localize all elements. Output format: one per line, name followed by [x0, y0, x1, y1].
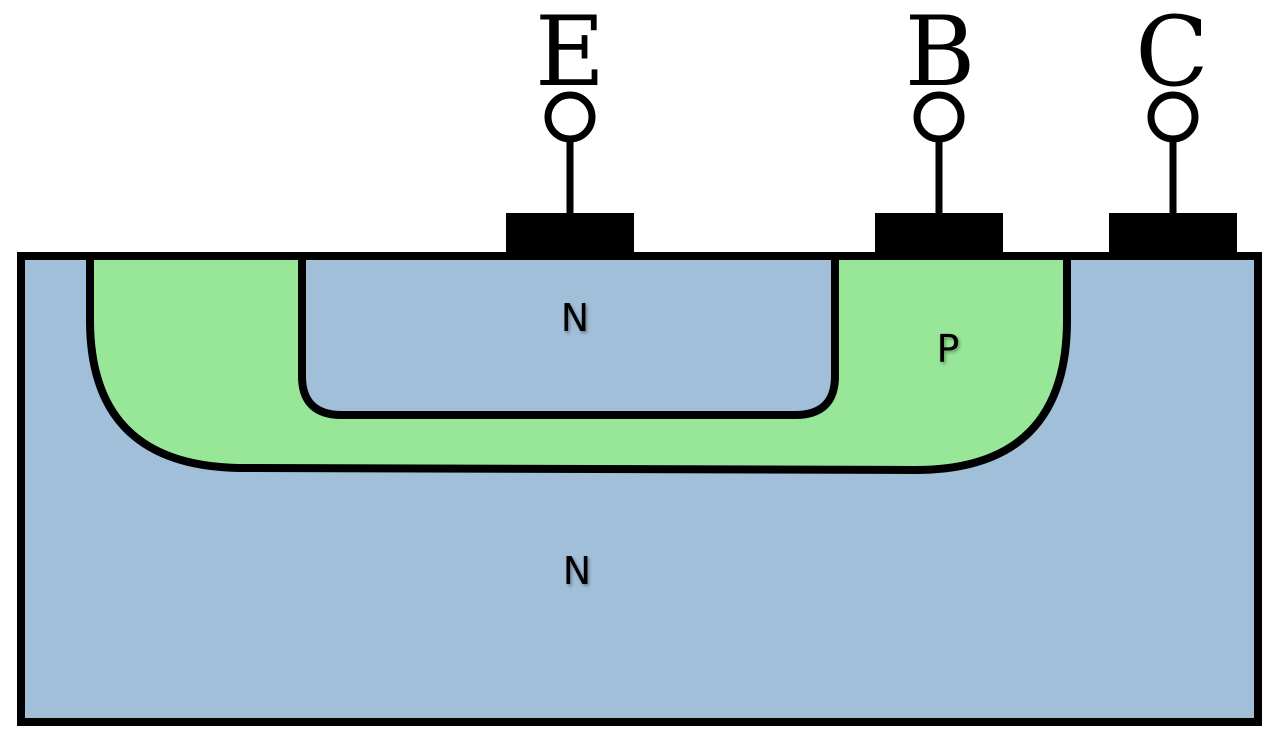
base-region-label: P [937, 327, 960, 371]
collector-terminal: C [1109, 0, 1237, 256]
collector-terminal-node [1147, 91, 1199, 143]
emitter-n-region [298, 252, 839, 419]
collector-region-label: N [563, 549, 591, 593]
base-contact-pad [875, 213, 1003, 256]
base-terminal: B [875, 0, 1003, 256]
emitter-region-label: N [561, 296, 589, 340]
emitter-terminal: E [506, 0, 634, 256]
base-terminal-label: B [905, 0, 976, 108]
base-terminal-node [913, 91, 965, 143]
emitter-terminal-node [544, 91, 596, 143]
collector-contact-pad [1109, 213, 1237, 256]
emitter-contact-pad [506, 213, 634, 256]
emitter-terminal-label: E [535, 0, 605, 108]
collector-terminal-label: C [1135, 0, 1208, 108]
